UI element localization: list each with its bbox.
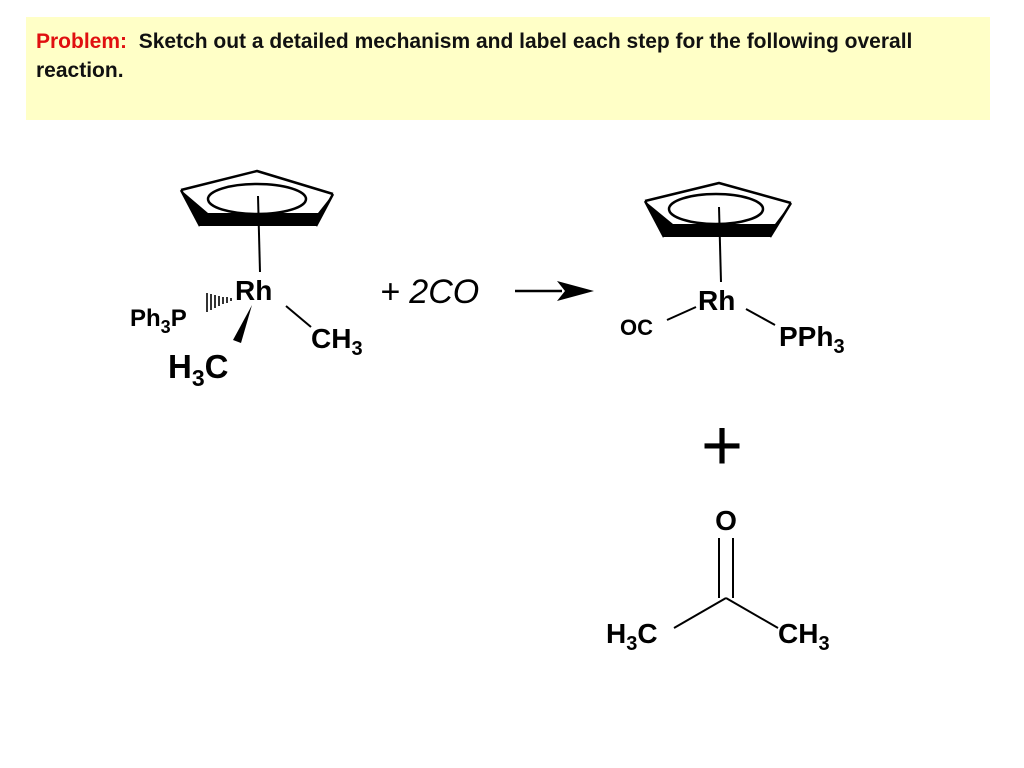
reactant-cp-outline (180, 169, 334, 196)
acetone-methyl-right-label: CH3 (778, 618, 830, 655)
acetone-left-bond (673, 597, 727, 629)
reactant-rh-methyl-bond (285, 305, 312, 328)
reactant-cp-aromatic-circle (206, 182, 308, 216)
reagent-label: + 2CO (380, 273, 479, 311)
product-rh-phosphine-bond (745, 308, 776, 326)
reactant-methyl-right-label: CH3 (311, 323, 363, 360)
acetone-molecule: O H3C CH3 (606, 505, 830, 655)
product-rh-co-bond (666, 306, 697, 321)
problem-label: Problem: (36, 30, 128, 53)
problem-statement: Problem: Sketch out a detailed mechanism… (36, 27, 980, 85)
reactant-phosphine-label: Ph3P (130, 305, 187, 337)
acetone-right-bond (725, 597, 779, 629)
product-cp-ring (643, 181, 793, 283)
problem-box: Problem: Sketch out a detailed mechanism… (26, 17, 990, 120)
reactant-complex: Rh Ph3P CH3 H3C (130, 169, 363, 391)
reaction-arrow (515, 281, 594, 301)
product-cp-outline (644, 181, 792, 205)
reactant-cp-rh-bond (257, 195, 261, 273)
acetone-oxygen-label: O (715, 505, 737, 536)
product-rh-label: Rh (698, 285, 735, 316)
reactant-methyl-left-label: H3C (168, 348, 228, 391)
reactant-hashed-bond (206, 293, 232, 312)
product-cp-front-edge (645, 201, 791, 237)
product-cp-rh-bond (718, 206, 722, 283)
reactant-cp-back-right (314, 193, 335, 227)
product-plus-sign: + (701, 406, 743, 486)
product-complex: Rh OC PPh3 (620, 181, 845, 358)
product-cp-aromatic-circle (667, 192, 765, 226)
reactant-cp-front-edge (181, 190, 333, 226)
product-phosphine-label: PPh3 (779, 321, 845, 358)
reactant-cp-back-left (179, 189, 202, 227)
product-carbonyl-label: OC (620, 315, 653, 340)
problem-text: Sketch out a detailed mechanism and labe… (36, 30, 913, 82)
reactant-solid-wedge (233, 305, 252, 343)
acetone-methyl-left-label: H3C (606, 618, 658, 655)
reactant-cp-ring (179, 169, 335, 273)
reactant-rh-label: Rh (235, 275, 272, 306)
